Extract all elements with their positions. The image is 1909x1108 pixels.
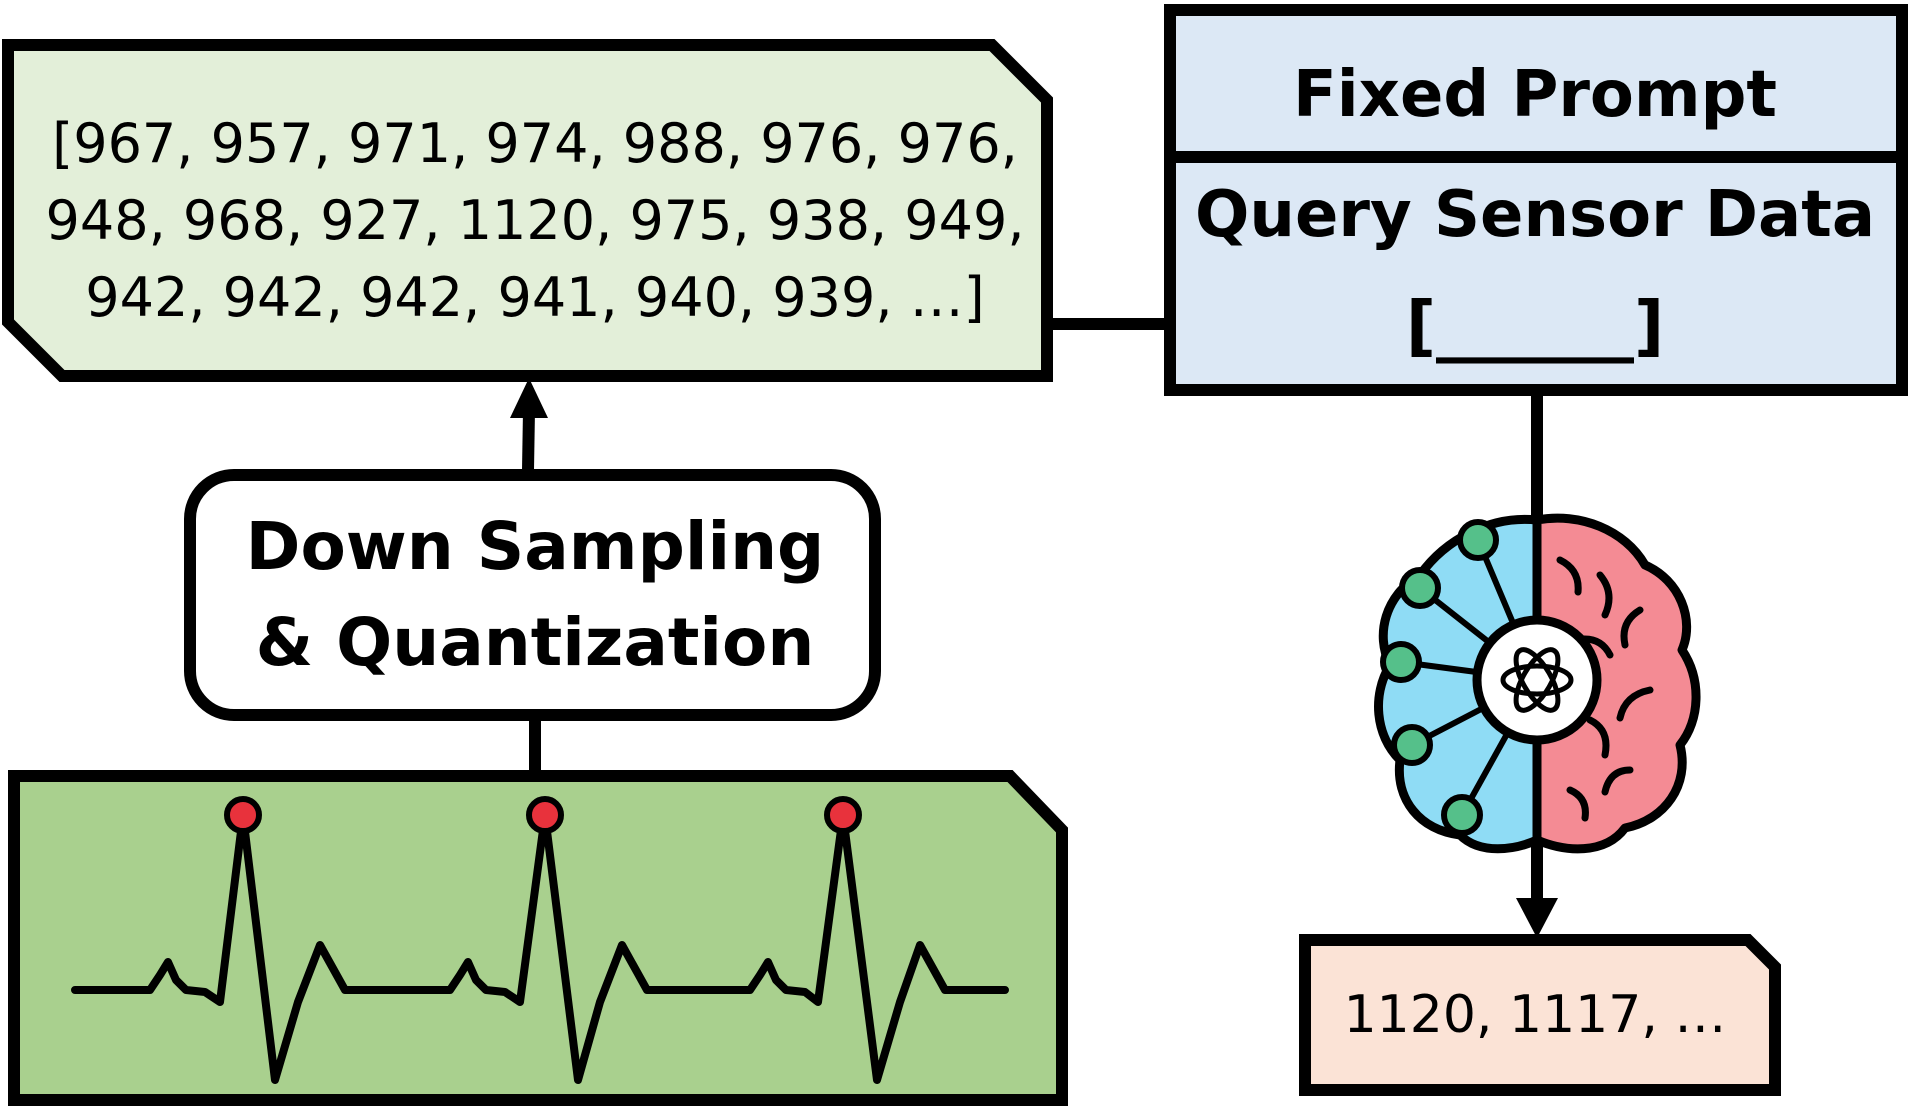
down-sampling-label: Down Sampling & Quantization (195, 490, 875, 700)
arrow-up-head (510, 378, 548, 418)
ecg-waveform-icon (71, 811, 1009, 1084)
down-sampling-box (184, 469, 881, 721)
brain-llm-icon (1374, 513, 1701, 854)
peak-marker (526, 796, 564, 834)
node (1457, 519, 1499, 561)
sequence-line-3: 942, 942, 942, 941, 940, 939, …] (85, 265, 985, 329)
output-text: 1120, 1117, … (1343, 985, 1727, 1045)
node (1380, 641, 1422, 683)
sequence-line-2: 948, 968, 927, 1120, 975, 938, 949, (45, 188, 1025, 252)
peak-marker (224, 796, 262, 834)
node (1391, 724, 1433, 766)
query-sensor-label: Query Sensor Data (1195, 178, 1875, 252)
sequence-text: [967, 957, 971, 974, 988, 976, 976, 948,… (40, 95, 1030, 345)
prompt-box (1164, 4, 1908, 396)
sequence-line-1: [967, 957, 971, 974, 988, 976, 976, (52, 111, 1018, 175)
brain-right-hemisphere (1532, 513, 1701, 854)
down-sampling-line-2: & Quantization (255, 604, 815, 681)
llm-logo-icon (1472, 615, 1602, 745)
down-sampling-line-1: Down Sampling (245, 508, 825, 585)
arrow-up-shaft (522, 409, 535, 471)
fixed-prompt-label: Fixed Prompt (1293, 58, 1777, 132)
signal-box (8, 770, 1068, 1106)
node (1441, 794, 1483, 836)
sequence-box (2, 39, 1053, 382)
peak-marker (824, 796, 862, 834)
node (1399, 567, 1441, 609)
arrow-down-head (1516, 898, 1558, 938)
query-slot: [______] (1405, 286, 1665, 364)
output-box (1299, 934, 1781, 1096)
